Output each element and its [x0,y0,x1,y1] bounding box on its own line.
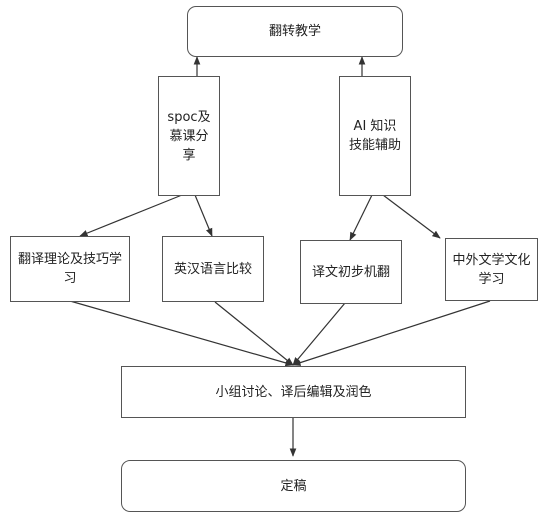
node-group-discussion: 小组讨论、译后编辑及润色 [121,366,466,418]
node-machine-draft: 译文初步机翻 [300,240,402,304]
arrow-compare-to-discussion [214,301,294,366]
node-machine-draft-label: 译文初步机翻 [311,264,390,280]
arrow-ai-to-draft [349,194,373,241]
arrow-draft-to-discussion [292,302,346,366]
node-translation-theory-label: 翻译理论及技巧学 习 [17,252,122,286]
node-flipped-teaching-label: 翻转教学 [268,24,321,39]
arrow-ai-to-culture [382,194,441,239]
arrow-spoc-to-compare [194,194,213,237]
node-ai-assist: AI 知识 技能辅助 [339,76,411,196]
node-finalize: 定稿 [121,460,466,512]
node-flipped-teaching: 翻转教学 [187,6,403,57]
arrow-theory-to-discussion [69,300,294,367]
node-literature-culture: 中外文学文化 学习 [445,238,538,301]
node-language-comparison: 英汉语言比较 [162,236,264,302]
node-translation-theory: 翻译理论及技巧学 习 [10,236,130,302]
node-literature-culture-label: 中外文学文化 学习 [452,252,531,287]
node-ai-assist-label: AI 知识 技能辅助 [348,119,401,153]
arrow-culture-to-discussion [292,300,491,366]
arrow-spoc-to-theory [79,194,183,237]
node-spoc-mooc: spoc及 慕课分 享 [158,76,220,196]
node-group-discussion-label: 小组讨论、译后编辑及润色 [215,384,372,400]
node-language-comparison-label: 英汉语言比较 [173,261,252,277]
node-spoc-mooc-label: spoc及 慕课分 享 [167,109,211,163]
node-finalize-label: 定稿 [280,478,307,494]
